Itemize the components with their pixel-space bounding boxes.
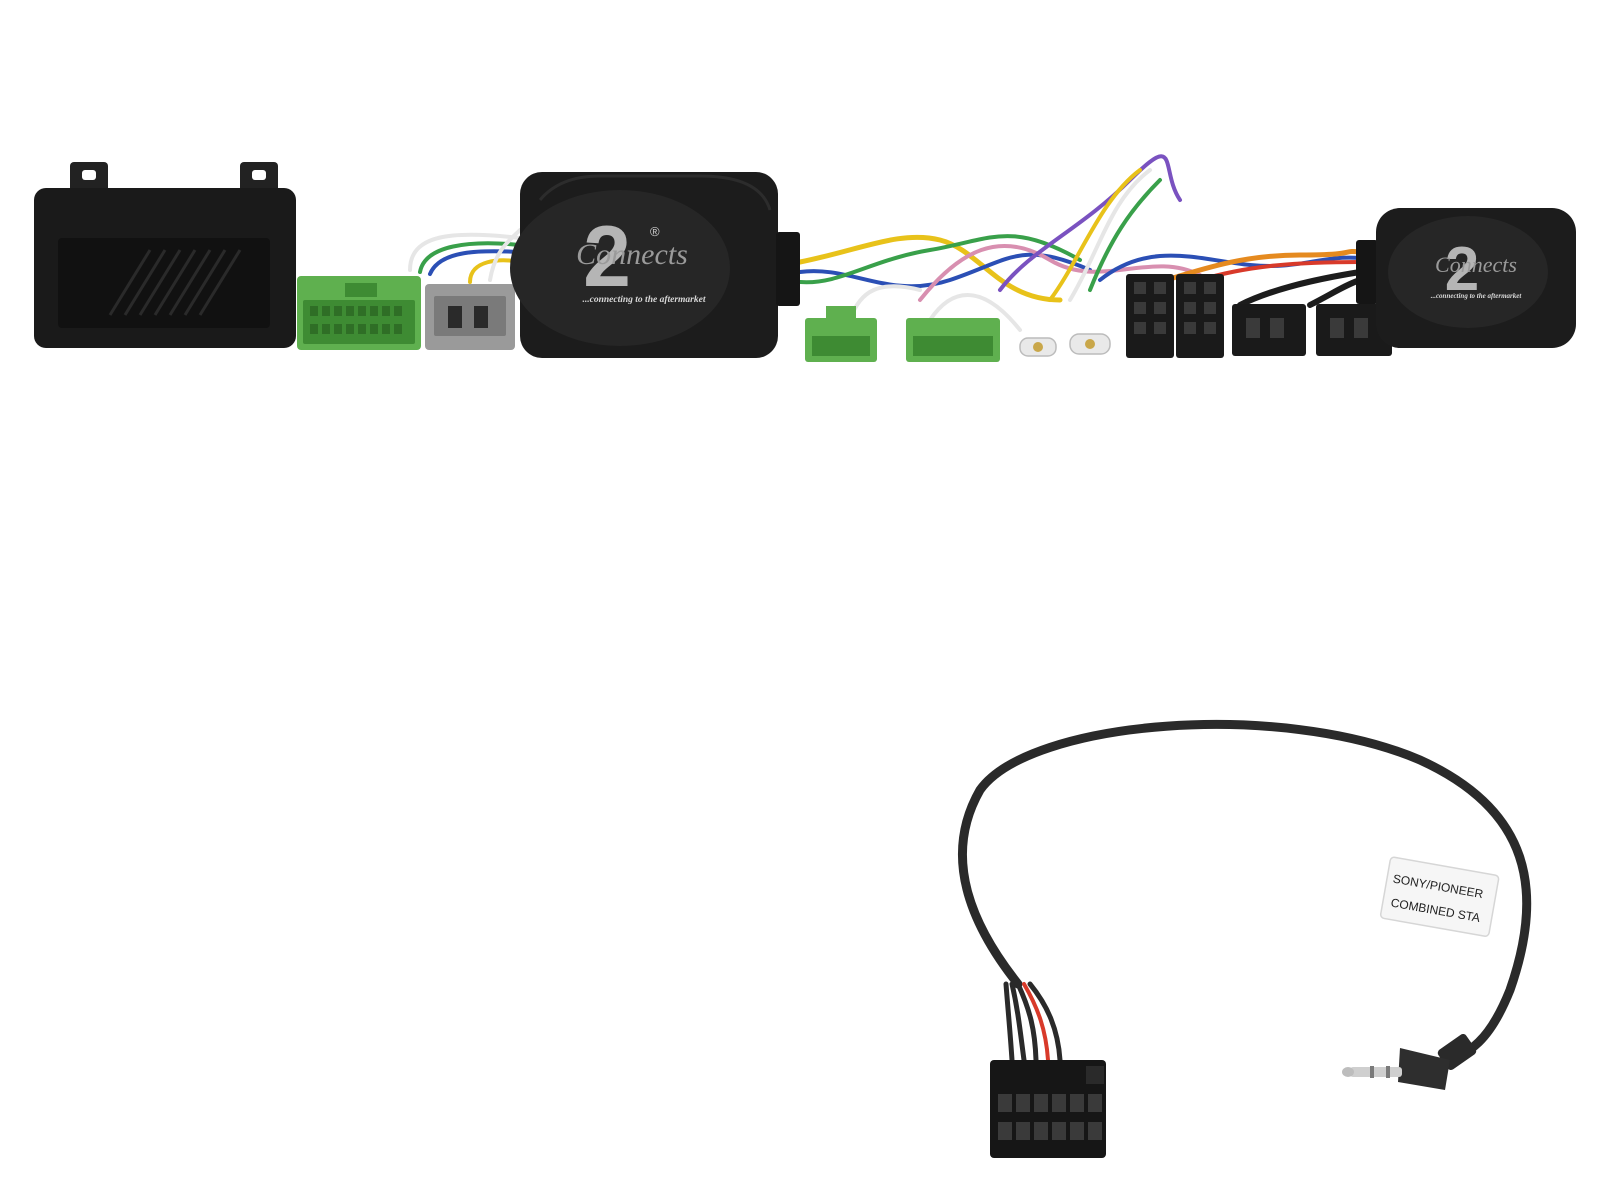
brand-number-secondary: 2 xyxy=(1445,235,1479,304)
interface-box-main: 2 Connects ® ...connecting to the afterm… xyxy=(510,172,800,358)
patch-lead-cable xyxy=(957,720,1532,1067)
wire-bundle-right xyxy=(797,154,1363,332)
interface-box-secondary: 2 Connects ...connecting to the aftermar… xyxy=(1356,208,1576,348)
patch-lead: SONY/PIONEER COMBINED STA xyxy=(957,720,1532,1158)
green-connector-large xyxy=(297,276,421,350)
spade-connectors xyxy=(1019,333,1111,357)
brand-number: 2 xyxy=(583,209,631,305)
green-connector-small-1 xyxy=(805,306,877,362)
green-connector-small-2 xyxy=(906,318,1000,362)
iso-connector-pair xyxy=(1126,274,1224,358)
molex-connector xyxy=(990,1060,1106,1158)
registered-mark: ® xyxy=(650,224,660,239)
brand-name: Connects xyxy=(576,238,688,271)
brand-name-secondary: Connects xyxy=(1435,252,1517,277)
wire-bundle-left xyxy=(408,228,522,284)
brand-tagline-secondary: ...connecting to the aftermarket xyxy=(1431,292,1523,300)
patch-lead-label: SONY/PIONEER COMBINED STA xyxy=(1379,856,1500,937)
black-plug-2 xyxy=(1316,304,1392,356)
brand-tagline: ...connecting to the aftermarket xyxy=(583,295,706,305)
black-plug-1 xyxy=(1232,304,1306,356)
grey-connector xyxy=(425,284,515,350)
jack-plug xyxy=(1342,1066,1402,1078)
patch-lead-molex-wires xyxy=(1003,981,1063,1063)
stalk-interface-box xyxy=(34,162,296,348)
